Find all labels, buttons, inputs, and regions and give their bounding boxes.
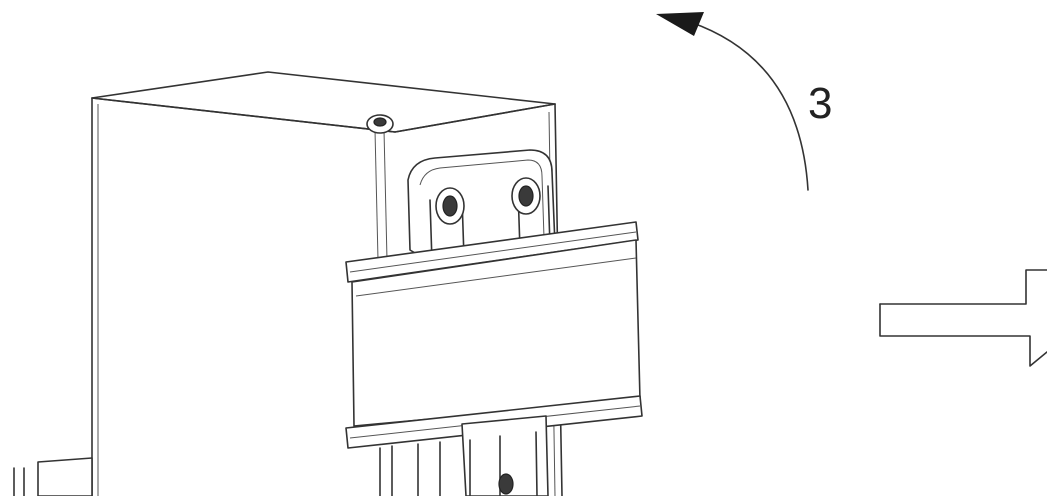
step-number: 3	[808, 79, 832, 128]
side-connector	[13, 457, 93, 496]
hollow-right-arrow-icon	[879, 269, 1047, 367]
lower-latch	[379, 415, 549, 496]
curved-rotation-arrow-icon	[656, 12, 809, 191]
din-rail	[345, 221, 643, 449]
top-screw	[366, 114, 394, 134]
clip-screw-left	[435, 187, 465, 225]
clip-screw-right	[511, 177, 541, 215]
